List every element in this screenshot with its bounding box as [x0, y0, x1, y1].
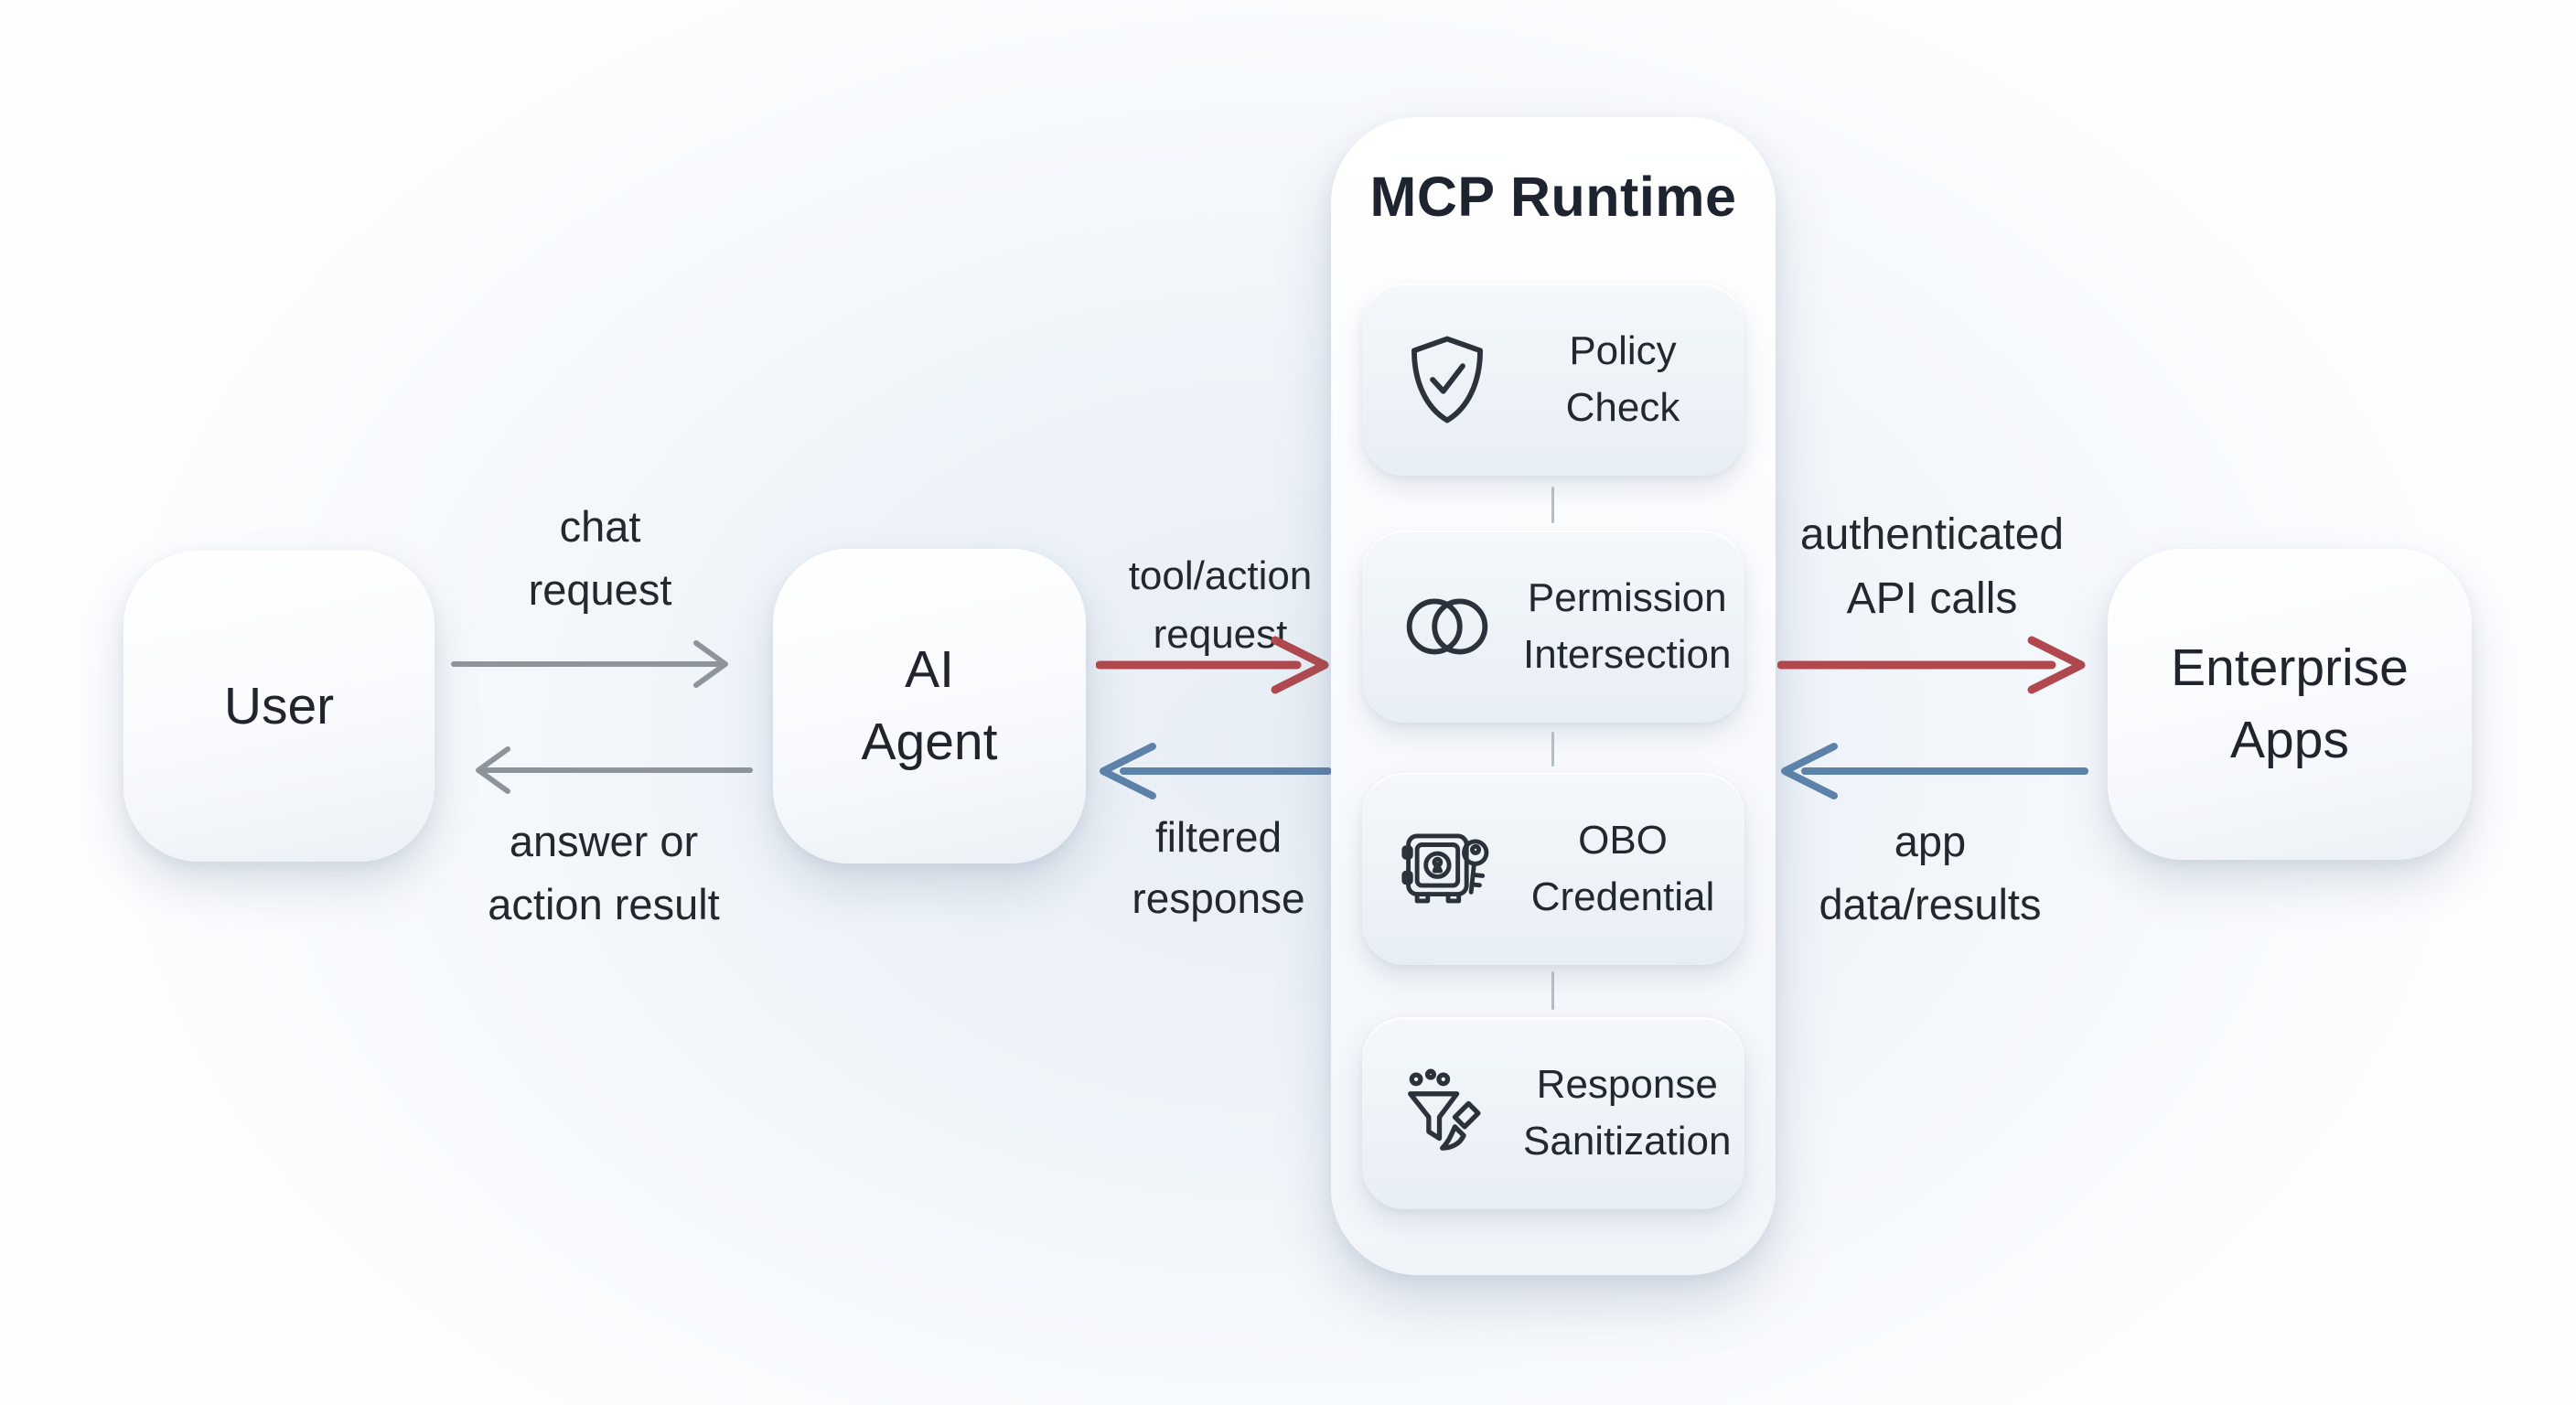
mcp-runtime-panel: MCP Runtime Policy Check [1331, 117, 1776, 1275]
node-user-label: User [223, 676, 335, 735]
shield-check-icon [1399, 331, 1496, 428]
flow-label-line: data/results [1819, 879, 2042, 928]
flow-label-line: chat [559, 502, 641, 551]
step-response-sanitization: Response Sanitization [1362, 1017, 1744, 1209]
flow-label-tool-request: tool/action request [1037, 547, 1403, 664]
node-ai-agent: AI Agent [773, 549, 1086, 863]
node-enterprise-apps: Enterprise Apps [2108, 549, 2472, 860]
flow-label-line: action result [488, 879, 720, 928]
flow-label-line: filtered [1154, 813, 1283, 861]
step-connector [1551, 732, 1554, 767]
step-policy-check: Policy Check [1362, 284, 1744, 476]
flow-label-authenticated-api-calls: authenticated API calls [1749, 503, 2115, 631]
arrow-right-authenticated-api-calls [1777, 636, 2086, 694]
step-label: OBO Credential [1530, 817, 1715, 919]
node-user: User [123, 551, 435, 862]
step-label: Permission Intersection [1523, 574, 1732, 677]
node-enterprise-label-line: Apps [2230, 711, 2349, 769]
arrow-left-filtered-response [1100, 743, 1332, 799]
step-label: Policy Check [1565, 327, 1680, 430]
flow-label-chat-request: chat request [417, 496, 783, 621]
flow-label-line: response [1132, 874, 1305, 923]
arrow-left-answer-result [476, 746, 753, 794]
node-agent-label-line: AI [905, 640, 954, 700]
step-obo-credential: OBO Credential [1362, 773, 1744, 965]
flow-label-filtered-response: filtered response [1036, 807, 1401, 929]
step-label: Response Sanitization [1523, 1061, 1732, 1164]
flow-label-app-data-results: app data/results [1747, 810, 2113, 936]
step-connector [1551, 971, 1554, 1010]
node-enterprise-label-line: Enterprise [2171, 638, 2409, 698]
flow-label-line: tool/action [1128, 553, 1313, 598]
funnel-brush-icon [1399, 1065, 1496, 1162]
flow-label-line: request [1153, 612, 1288, 658]
arrow-left-app-data-results [1781, 743, 2088, 799]
venn-intersection-icon [1399, 578, 1496, 675]
step-permission-intersection: Permission Intersection [1362, 531, 1744, 723]
safe-key-icon [1399, 820, 1496, 917]
step-connector [1551, 487, 1554, 523]
flow-label-line: API calls [1846, 574, 2018, 624]
arrow-right-tool-request [1096, 636, 1329, 694]
node-agent-label-line: Agent [861, 713, 998, 771]
flow-label-line: request [528, 564, 672, 614]
flow-label-line: app [1894, 817, 1967, 865]
mcp-runtime-title: MCP Runtime [1369, 166, 1737, 228]
arrow-right-chat-request [451, 640, 728, 688]
flow-label-answer-result: answer or action result [393, 810, 814, 936]
flow-label-line: answer or [509, 817, 699, 865]
flow-label-line: authenticated [1799, 510, 2065, 559]
